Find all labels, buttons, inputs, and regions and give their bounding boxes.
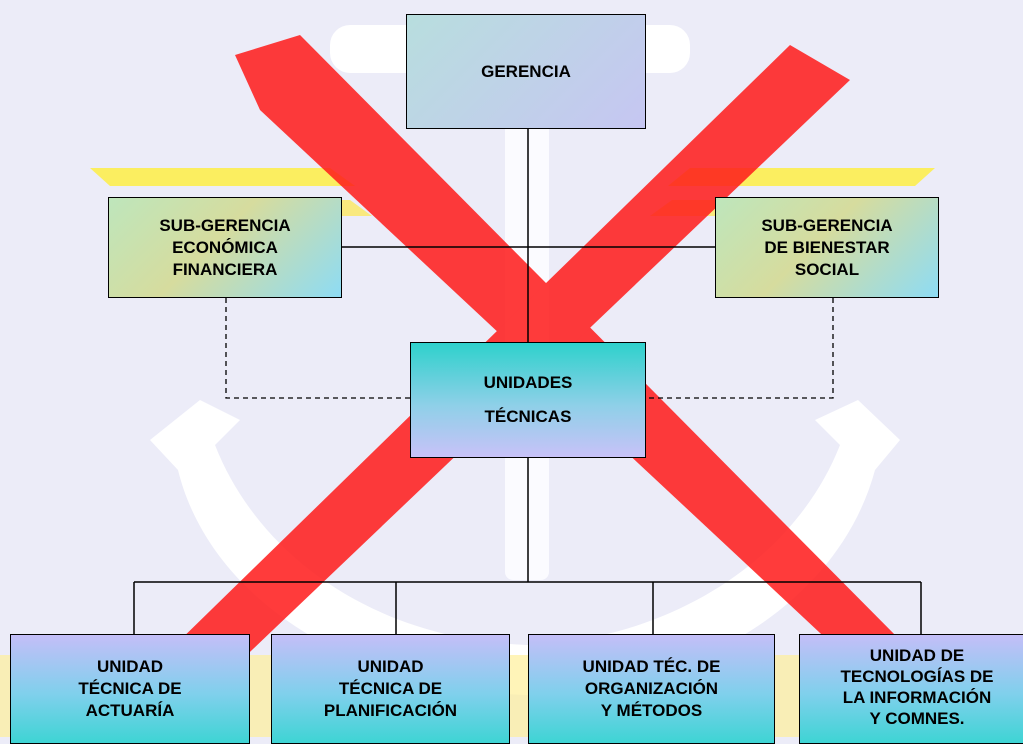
unidad-planificacion-box[interactable]: UNIDAD TÉCNICA DE PLANIFICACIÓN (271, 634, 510, 744)
sub-bienestar-line-1: SUB-GERENCIA (761, 215, 893, 235)
actuaria-line-2: TÉCNICA DE (78, 679, 182, 698)
dashed-connector-economica (225, 298, 411, 399)
unidades-line-2: TÉCNICAS (484, 407, 572, 426)
unidad-actuaria-box[interactable]: UNIDAD TÉCNICA DE ACTUARÍA (10, 634, 250, 744)
organizacion-line-2: ORGANIZACIÓN (584, 679, 719, 698)
planificacion-line-2: TÉCNICA DE (338, 679, 443, 698)
sub-bienestar-line-2: DE BIENESTAR (764, 237, 890, 257)
unidades-tecnicas-box[interactable]: UNIDADES TÉCNICAS (410, 342, 646, 458)
actuaria-line-1: UNIDAD (96, 657, 164, 676)
sub-economica-line-3: FINANCIERA (172, 259, 278, 279)
gerencia-box[interactable]: GERENCIA (406, 14, 646, 129)
unidades-line-1: UNIDADES (483, 373, 573, 392)
tecnologias-line-4: Y COMNES. (869, 709, 965, 728)
sub-gerencia-bienestar-box[interactable]: SUB-GERENCIA DE BIENESTAR SOCIAL (715, 197, 939, 298)
sub-economica-line-2: ECONÓMICA (172, 237, 278, 257)
sub-bienestar-line-3: SOCIAL (794, 259, 860, 279)
organizacion-line-1: UNIDAD TÉC. DE (582, 657, 721, 676)
sub-economica-line-1: SUB-GERENCIA (159, 215, 291, 235)
unidad-tecnologias-box[interactable]: UNIDAD DE TECNOLOGÍAS DE LA INFORMACIÓN … (799, 634, 1023, 744)
dashed-connector-bienestar (645, 298, 834, 399)
tecnologias-line-2: TECNOLOGÍAS DE (840, 667, 994, 686)
gerencia-label: GERENCIA (481, 61, 571, 81)
unidad-organizacion-box[interactable]: UNIDAD TÉC. DE ORGANIZACIÓN Y MÉTODOS (528, 634, 775, 744)
tecnologias-line-3: LA INFORMACIÓN (842, 688, 992, 707)
planificacion-line-3: PLANIFICACIÓN (323, 701, 458, 720)
organizacion-line-3: Y MÉTODOS (600, 701, 703, 720)
sub-gerencia-economica-box[interactable]: SUB-GERENCIA ECONÓMICA FINANCIERA (108, 197, 342, 298)
tecnologias-line-1: UNIDAD DE (869, 646, 965, 665)
actuaria-line-3: ACTUARÍA (85, 701, 175, 720)
planificacion-line-1: UNIDAD (357, 657, 424, 676)
